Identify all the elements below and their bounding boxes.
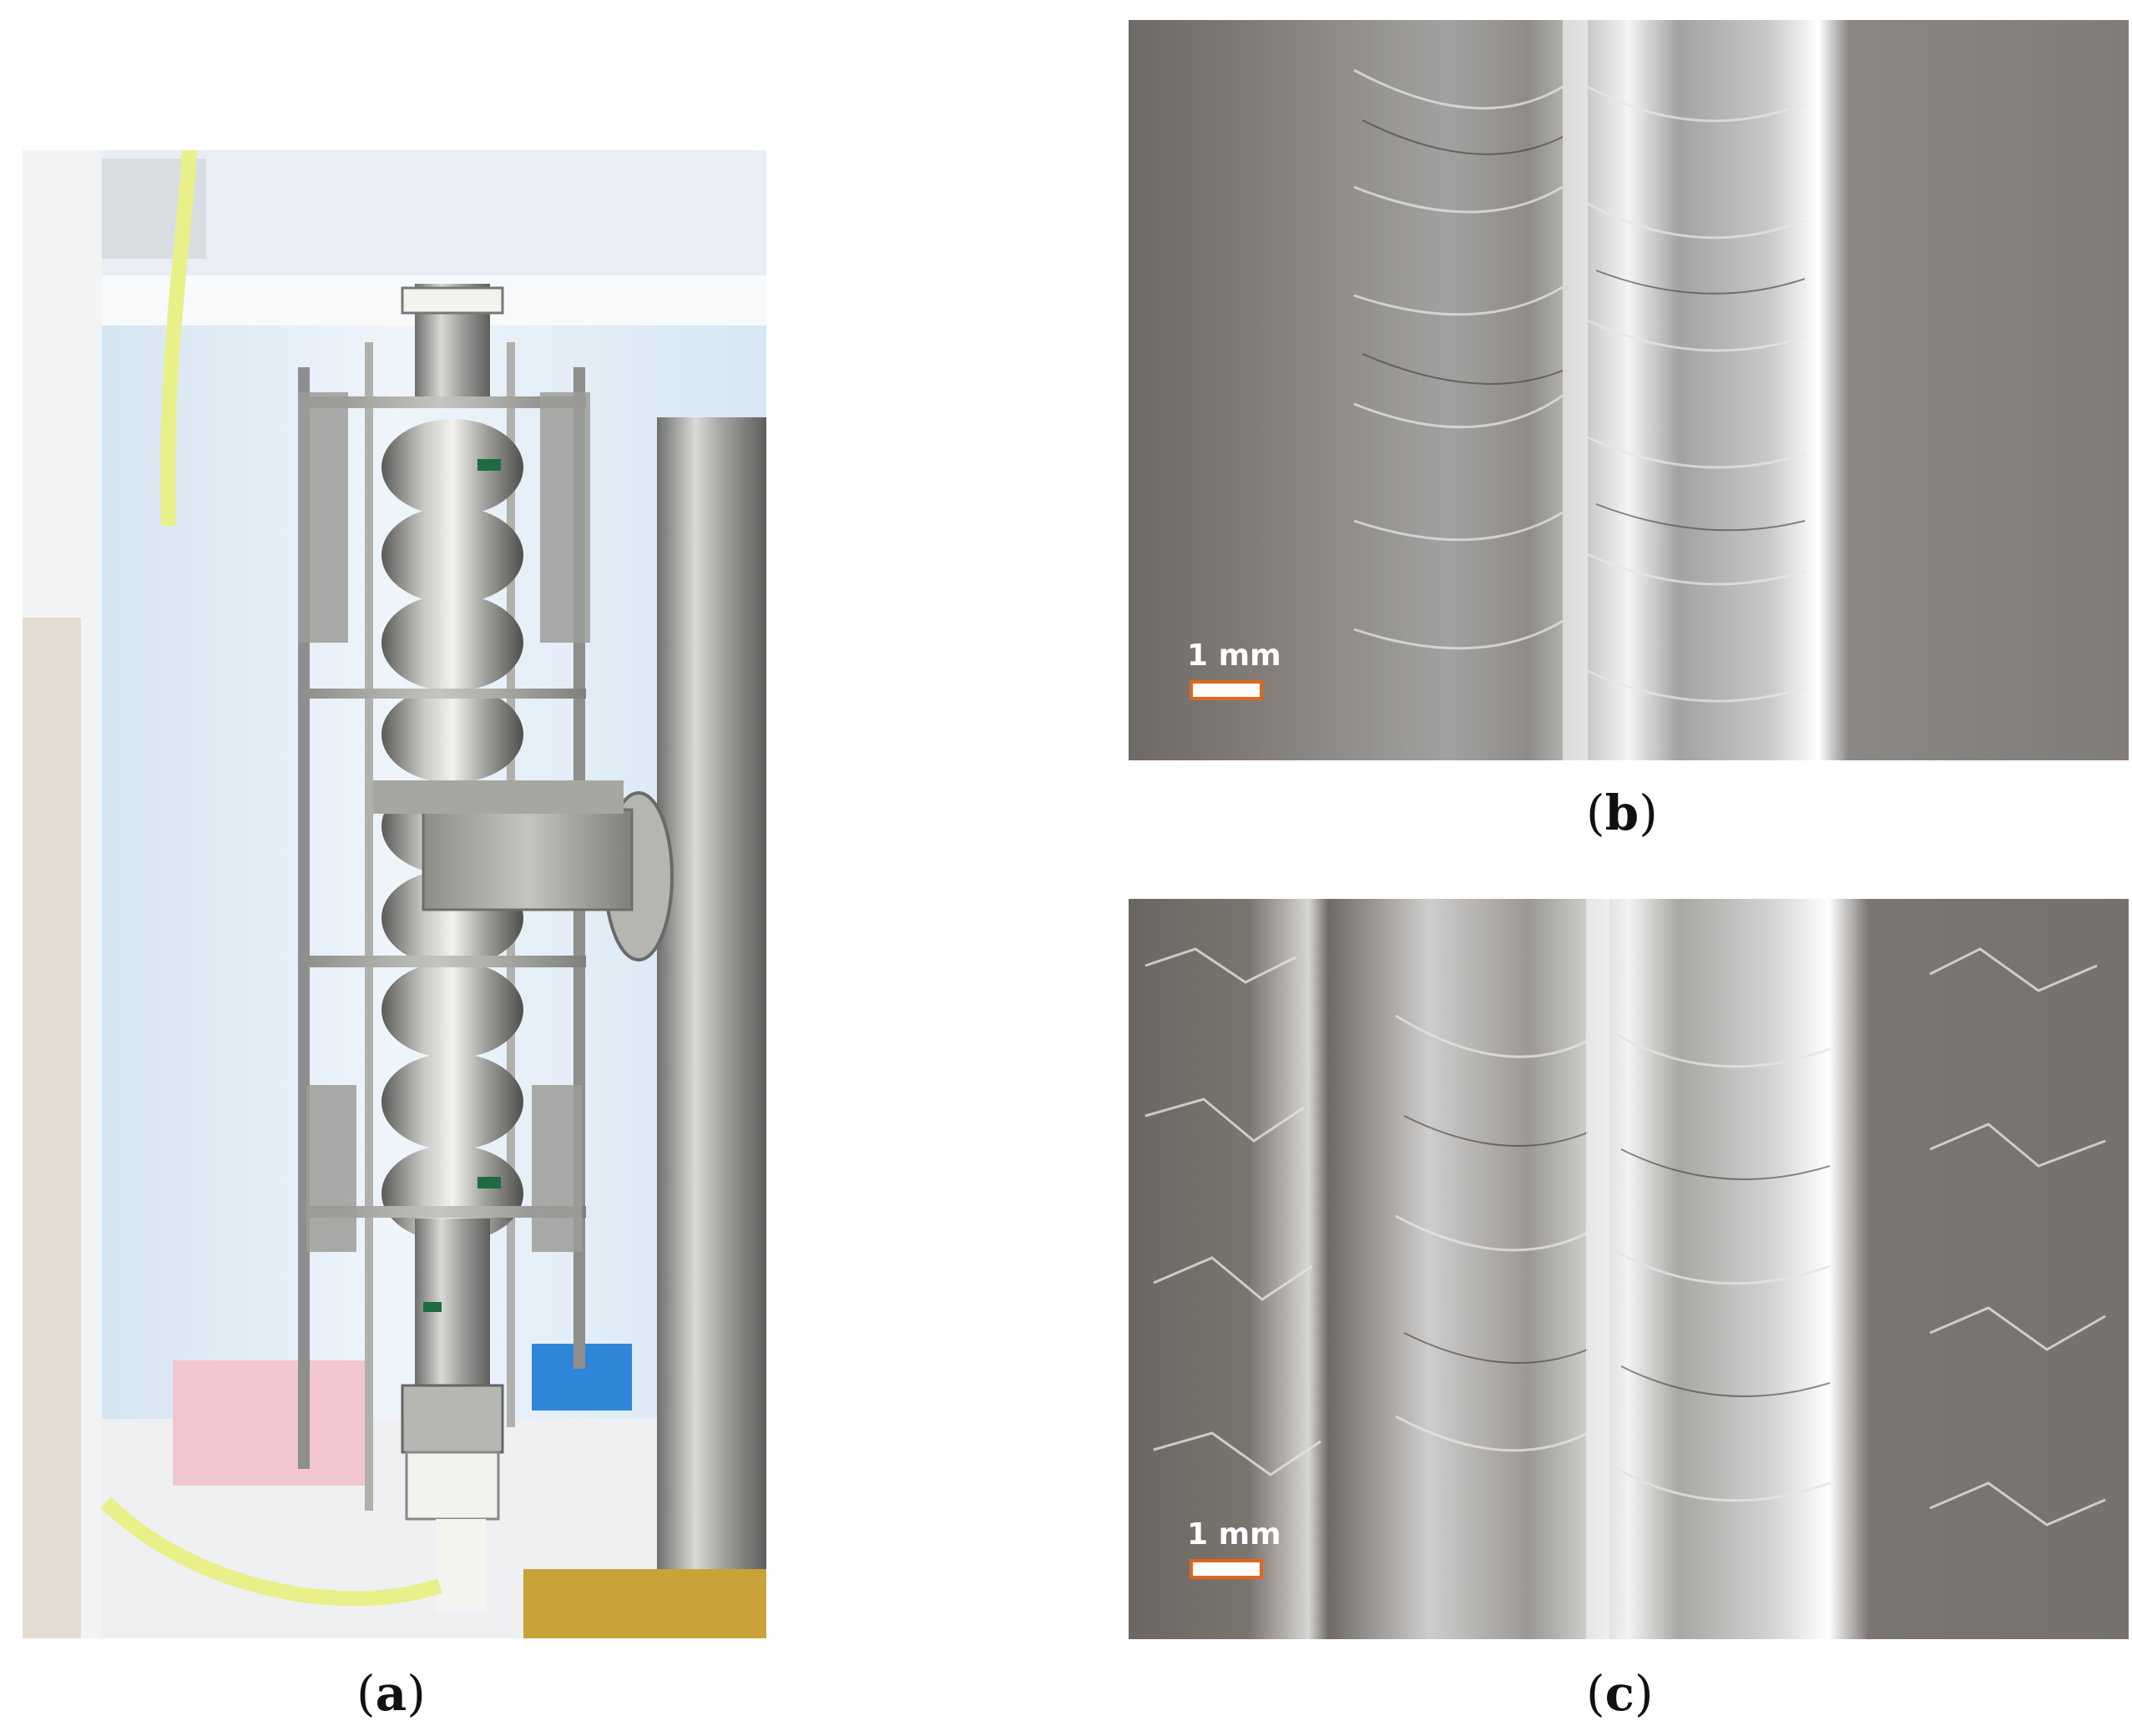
caption-c-open: ( [1586, 1665, 1605, 1722]
micrograph-b [1129, 20, 2129, 760]
micrograph-c-image [1129, 899, 2129, 1639]
caption-c-close: ) [1634, 1665, 1654, 1722]
photo-cavity-assembly [23, 150, 766, 1638]
scale-bar-c [1190, 1559, 1263, 1579]
cavity-cells [381, 419, 523, 1242]
caption-c-letter: c [1604, 1665, 1634, 1722]
scale-bar-b [1190, 680, 1263, 700]
cavity-assembly-illustration [23, 150, 766, 1638]
caption-c: (c) [1586, 1665, 1654, 1722]
caption-b-open: ( [1586, 785, 1605, 841]
micrograph-b-image [1129, 20, 2129, 760]
scale-bar-label-b: 1 mm [1187, 638, 1281, 673]
caption-a-close: ) [407, 1665, 426, 1722]
caption-a: (a) [356, 1665, 426, 1722]
micrograph-c [1129, 899, 2129, 1639]
scale-bar-label-c: 1 mm [1187, 1517, 1281, 1552]
caption-b-close: ) [1639, 785, 1658, 841]
caption-b-letter: b [1604, 785, 1639, 841]
caption-a-letter: a [375, 1665, 407, 1722]
caption-a-open: ( [356, 1665, 376, 1722]
caption-b: (b) [1586, 785, 1658, 841]
